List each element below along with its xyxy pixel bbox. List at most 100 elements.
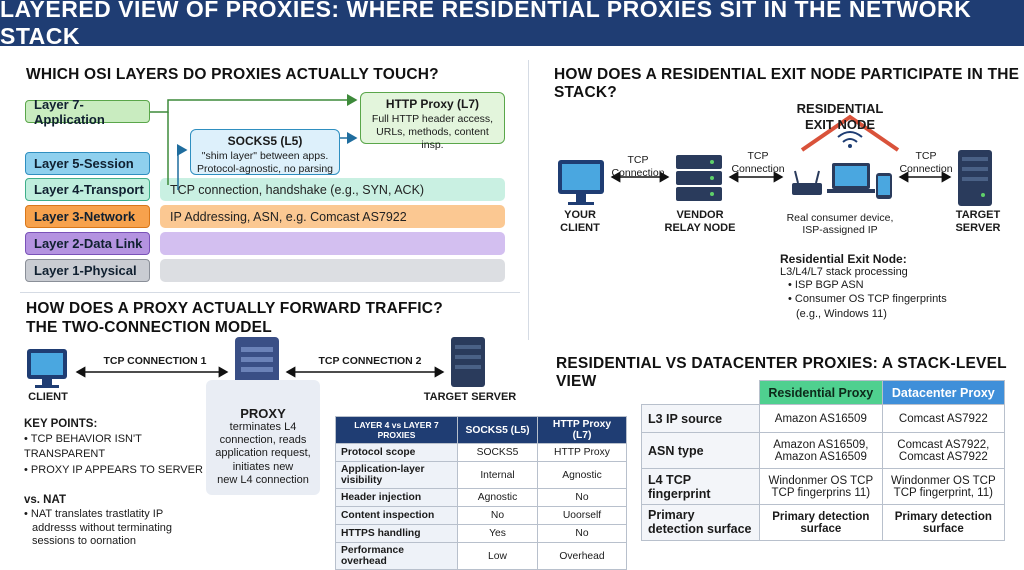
nat-text-2: addresss without terminating <box>32 521 173 534</box>
layer-4-transport: Layer 4-Transport <box>25 178 150 201</box>
table-cell: Agnostic <box>537 461 627 489</box>
l4-vs-l7-header-2: HTTP Proxy (L7) <box>537 416 627 444</box>
key-points-title: KEY POINTS: <box>24 418 98 430</box>
target-server-icon <box>958 150 992 206</box>
table-cell: HTTPS handling <box>335 524 458 543</box>
table-cell: Protocol scope <box>335 443 458 462</box>
horizontal-divider <box>20 292 520 293</box>
exit-node-details-title: Residential Exit Node: <box>780 252 907 266</box>
tcp-connection-2-label: TCP CONNECTION 2 <box>318 355 422 367</box>
res-vs-dc-heading: RESIDENTIAL vs DATACENTER PROXIES: A STA… <box>556 355 1007 390</box>
dc-cell-line-1: Primary detection <box>894 510 992 523</box>
res-cell-line-1: Windonmer OS TCP <box>768 474 874 487</box>
res-vs-dc-table: Residential Proxy Datacenter Proxy L3 IP… <box>641 380 1006 541</box>
device-caption: Real consumer device,ISP-assigned IP <box>775 212 905 236</box>
dc-cell: Comcast AS7922,Comcast AS7922 <box>881 432 1006 469</box>
table-cell: SOCKS5 <box>457 443 538 462</box>
res-cell-line-2: Amazon AS16509 <box>774 450 867 463</box>
table-cell: HTTP Proxy <box>537 443 627 462</box>
dc-cell: Comcast AS7922 <box>881 404 1006 433</box>
socks5-title: SOCKS5 (L5) <box>227 134 303 148</box>
osi-connector-arrows <box>150 94 358 190</box>
osi-heading: WHICH OSI LAYERS DO PROXIES ACTUALLY TOU… <box>26 66 439 83</box>
dc-cell-line-2: TCP fingerprint, 11) <box>893 486 993 499</box>
your-client-line-2: CLIENT <box>560 222 600 235</box>
res-cell-line-2: TCP fingerprins 11) <box>771 486 871 499</box>
res-vs-dc-blank-header <box>642 381 760 405</box>
proxy-desc-3: application request, <box>215 447 311 460</box>
res-cell-line-1: Primary detection <box>772 510 870 523</box>
table-cell: Low <box>457 542 538 570</box>
table-cell: No <box>537 524 627 543</box>
target-line-2: SERVER <box>955 222 1001 235</box>
l4-vs-l7-header-row: LAYER 4 vs LAYER 7 PROXIES SOCKS5 (L5) H… <box>335 416 627 444</box>
http-proxy-box: HTTP Proxy (L7) Full HTTP header access,… <box>360 92 505 151</box>
socks5-box: SOCKS5 (L5) "shim layer" between apps. P… <box>190 129 340 175</box>
table-cell: Internal <box>457 461 538 489</box>
l4-vs-l7-header-0: LAYER 4 vs LAYER 7 PROXIES <box>335 416 458 444</box>
layer-1-band <box>160 259 505 282</box>
exit-node-details-sub: L3/L4/L7 stack processing <box>780 266 908 278</box>
forward-heading-2: THE TWO-CONNECTION MODEL <box>26 319 272 336</box>
proxy-desc-4: initiates new <box>232 460 294 473</box>
key-point-2: • PROXY IP APPEARS TO SERVER <box>24 463 203 476</box>
key-points: KEY POINTS: • TCP BEHAVIOR ISN'T TRANSPA… <box>24 416 204 548</box>
socks5-desc-2: Protocol-agnostic, no parsing <box>197 162 333 175</box>
layer-5-session: Layer 5-Session <box>25 152 150 175</box>
tcp-label-2-line-2: Connection <box>731 162 785 175</box>
nat-text-1: NAT translates trastlatity IP <box>30 508 164 521</box>
layer-3-network: Layer 3-Network <box>25 205 150 228</box>
socks5-desc-1: "shim layer" between apps. <box>201 150 329 163</box>
exit-point-2-text: Consumer OS TCP fingerprints <box>794 293 947 306</box>
exit-point-3: (e.g., Windows 11) <box>796 307 887 320</box>
vendor-line-1: VENDOR <box>676 209 724 221</box>
proxy-description-box: PROXY terminates L4 connection, reads ap… <box>206 380 320 495</box>
dc-cell-line-1: Comcast AS7922, <box>897 438 990 451</box>
dc-cell-line-2: Comcast AS7922 <box>898 450 988 463</box>
key-point-1-text: TCP BEHAVIOR ISN'T TRANSPARENT <box>24 433 142 461</box>
l4-vs-l7-table: LAYER 4 vs LAYER 7 PROXIES SOCKS5 (L5) H… <box>335 416 627 570</box>
table-row: ASN type Amazon AS16509,Amazon AS16509 C… <box>641 432 1006 469</box>
tcp-label-1-line-2: Connection <box>611 166 665 179</box>
target-server-icon-2 <box>451 337 485 387</box>
row-label-asn: ASN type <box>641 432 760 469</box>
table-row: Primary detection surface Primary detect… <box>641 504 1006 541</box>
client-monitor-icon <box>558 160 604 205</box>
residential-heading: HOW DOES A RESIDENTIAL EXIT NODE PARTICI… <box>554 66 1020 101</box>
row-label-l3: L3 IP source <box>641 404 760 433</box>
row-label-detection: Primary detection surface <box>641 504 760 541</box>
dc-cell-line-2: surface <box>922 522 964 535</box>
exit-node-line-2: EXIT NODE <box>804 116 876 132</box>
layer-4-band: TCP connection, handshake (e.g., SYN, AC… <box>160 178 505 201</box>
exit-point-1-text: ISP BGP ASN <box>794 279 864 291</box>
table-cell: No <box>537 488 627 507</box>
exit-node-line-1: RESIDENTIAL <box>796 101 884 116</box>
table-cell: Yes <box>457 524 538 543</box>
table-cell: Header injection <box>335 488 458 507</box>
table-cell: Agnostic <box>457 488 538 507</box>
vertical-divider <box>528 60 529 340</box>
table-cell: Performance overhead <box>335 542 458 570</box>
res-vs-dc-header-row: Residential Proxy Datacenter Proxy <box>642 380 1006 405</box>
table-cell: Content inspection <box>335 506 458 525</box>
res-cell: Amazon AS16509,Amazon AS16509 <box>759 432 883 469</box>
datacenter-proxy-header: Datacenter Proxy <box>881 380 1006 405</box>
exit-node-details: Residential Exit Node: L3/L4/L7 stack pr… <box>780 252 1000 321</box>
proxy-desc-2: connection, reads <box>219 434 307 447</box>
residential-proxy-header: Residential Proxy <box>759 380 883 405</box>
res-cell-line-2: surface <box>800 522 842 535</box>
layer-2-data-link: Layer 2-Data Link <box>25 232 150 255</box>
client-monitor-icon-2 <box>27 349 67 388</box>
